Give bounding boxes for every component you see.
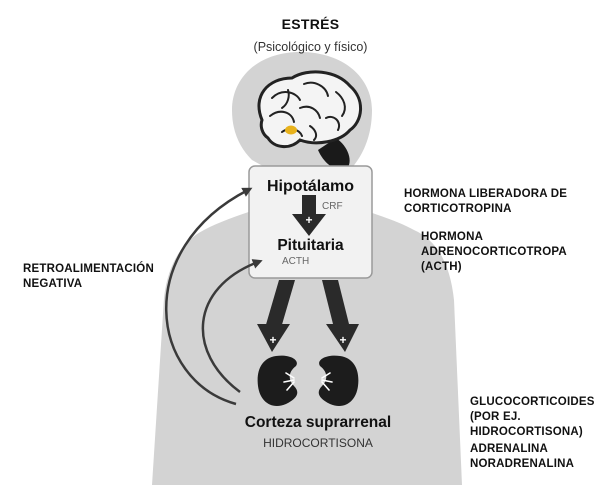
- feedback-arrow-inner: [201, 259, 263, 394]
- adrenal-cortex-label: Corteza suprarrenal: [244, 414, 392, 431]
- hypothalamus-spot: [285, 125, 297, 135]
- stress-title: ESTRÉS: [281, 16, 340, 32]
- crf-arrow: +: [292, 195, 326, 236]
- glucocorticoids-label: GLUCOCORTICOIDES (POR EJ. HIDROCORTISONA…: [470, 396, 595, 438]
- acth-label: ACTH: [282, 256, 310, 267]
- feedback-arrow-outer: [165, 187, 253, 406]
- acth-arrow-left: +: [257, 280, 295, 352]
- acth-full-label: HORMONA ADRENOCORTICOTROPA (ACTH): [421, 231, 567, 273]
- brain-icon: [257, 70, 362, 171]
- right-kidney-icon: [318, 355, 359, 406]
- pituitary-label: Pituitaria: [277, 237, 344, 254]
- acth-arrow-right: +: [322, 280, 359, 352]
- catecholamines-label: ADRENALINA NORADRENALINA: [470, 443, 575, 470]
- svg-text:+: +: [339, 333, 346, 347]
- crf-plus-sign: +: [305, 213, 312, 227]
- crf-label: CRF: [322, 201, 343, 212]
- stress-subtitle: (Psicológico y físico): [253, 40, 368, 54]
- negative-feedback-label: RETROALIMENTACIÓN NEGATIVA: [23, 263, 154, 290]
- crh-label: HORMONA LIBERADORA DE CORTICOTROPINA: [404, 188, 568, 215]
- svg-text:+: +: [269, 333, 276, 347]
- left-kidney-icon: [257, 355, 298, 406]
- hypothalamus-label: Hipotálamo: [266, 178, 355, 195]
- hydrocortisone-label: HIDROCORTISONA: [263, 436, 373, 450]
